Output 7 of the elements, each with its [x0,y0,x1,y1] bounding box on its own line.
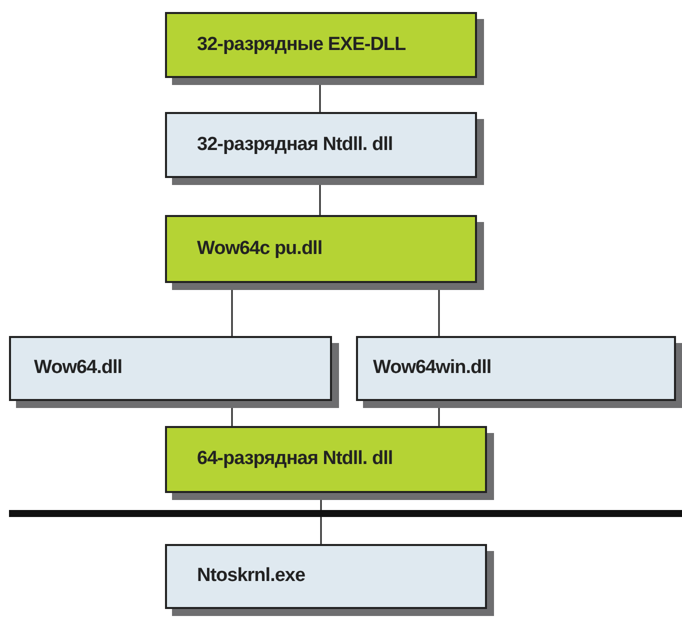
box-label: 64-разрядная Ntdll. dll [197,447,394,472]
box-label: Wow64win.dll [373,356,492,380]
box-label: Wow64.dll [34,356,124,380]
box-label: 32-разрядные EXE-DLL [197,32,407,57]
box-label: Ntoskrnl.exe [197,564,306,588]
box-label: Wow64c pu.dll [197,236,324,261]
box-label: 32-разрядная Ntdll. dll [197,132,394,157]
